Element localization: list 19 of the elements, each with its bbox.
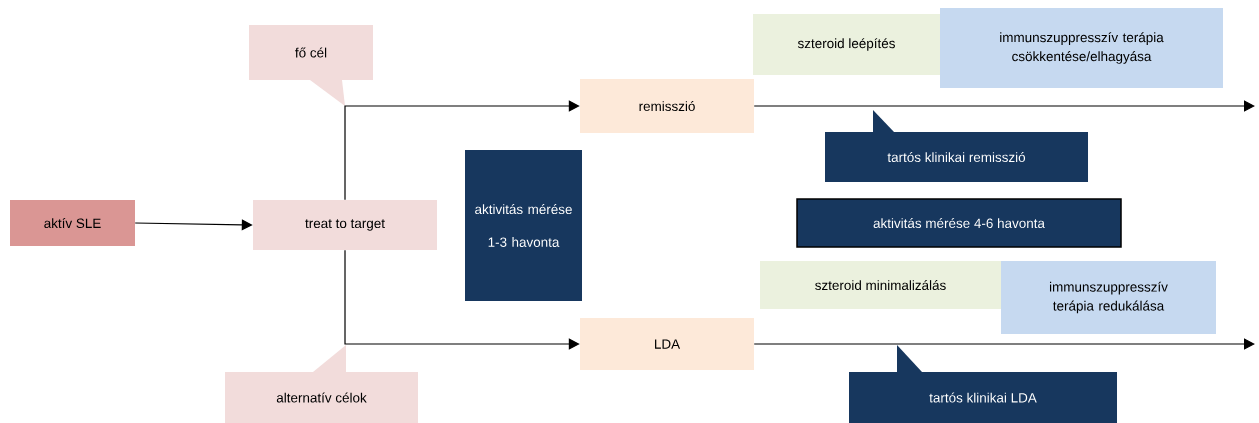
process-box: remisszió [580,79,754,133]
process-box: szteroid minimalizálás [760,261,1001,309]
arrow [344,100,580,201]
process-box: LDA [580,318,754,370]
arrow [753,338,1255,350]
process-box: treat to target [253,200,437,250]
callout-box: alternatív célok [225,345,418,423]
info-box: aktivitás mérése 4-6 havonta [796,198,1122,248]
process-box: szteroid leépítés [753,14,940,75]
callout-box: tartós klinikai LDA [849,345,1117,423]
arrow [753,100,1255,112]
arrow [134,219,253,231]
arrow [344,249,580,350]
process-box: immunszuppresszív terápia csökkentése/elhagyása [940,8,1223,88]
process-box: aktív SLE [10,200,135,246]
callout-box: tartós klinikai remisszió [825,110,1088,182]
process-box: immunszuppresszív terápia redukálása [1001,261,1216,334]
callout-box: fő cél [249,25,373,106]
info-box: aktivitás mérése 1-3 havonta [465,150,582,301]
